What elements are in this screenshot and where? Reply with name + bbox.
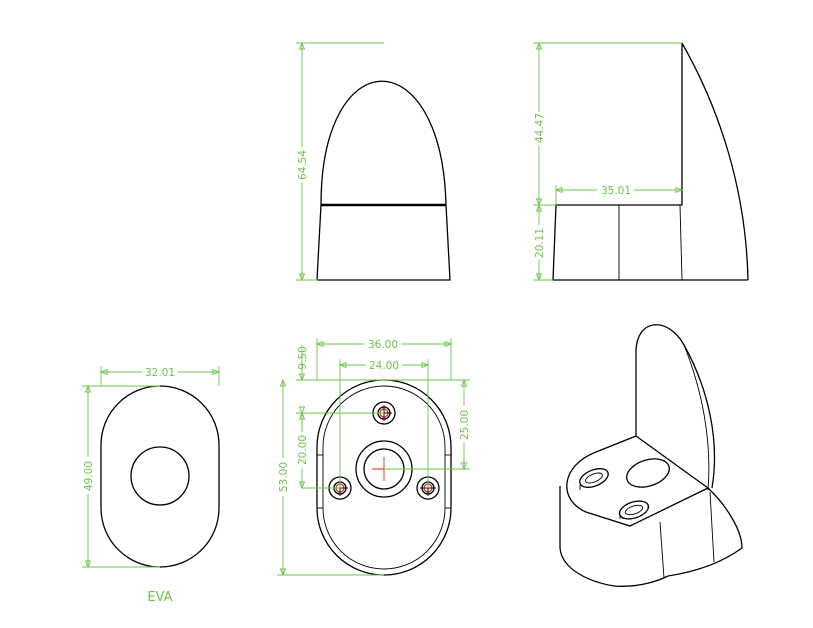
dim-top-offset: 9.50: [297, 346, 309, 369]
pad-hole: [130, 446, 190, 506]
dim-inner-height: 25.00: [459, 410, 471, 440]
dim-front-height: 64.54: [297, 150, 309, 180]
dim-pad-width: 32.01: [145, 367, 175, 379]
pad-view: 32.01 49.00 EVA: [82, 366, 221, 605]
bottom-inner-outline: [322, 385, 446, 570]
dim-side-lower-height: 20.11: [534, 228, 546, 258]
iso-slot-left: [579, 468, 609, 490]
dim-side-depth: 35.01: [601, 185, 631, 197]
iso-center-hole: [626, 458, 670, 488]
iso-top-face: [566, 435, 709, 527]
dim-bottom-height: 53.00: [278, 462, 290, 492]
dim-hole-spacing-x: 24.00: [369, 360, 399, 372]
dim-side-upper-height: 44.47: [534, 113, 546, 143]
front-view: 64.54: [296, 41, 451, 282]
iso-slot-right: [618, 500, 650, 520]
bottom-view: 36.00 24.00 9.50 20.00 53.00 25.00: [277, 338, 471, 577]
dim-hole-spacing-y: 20.00: [297, 435, 309, 465]
side-view-curve: [681, 42, 749, 281]
pad-outline: [100, 385, 220, 568]
dim-pad-height: 49.00: [83, 461, 95, 491]
dim-bottom-width: 36.00: [368, 339, 398, 351]
side-view: 44.47 20.11 35.01: [533, 41, 749, 282]
front-view-base: [316, 204, 451, 281]
front-view-dome: [320, 80, 447, 206]
pad-material-label: EVA: [147, 590, 172, 605]
isometric-view: [559, 324, 743, 587]
